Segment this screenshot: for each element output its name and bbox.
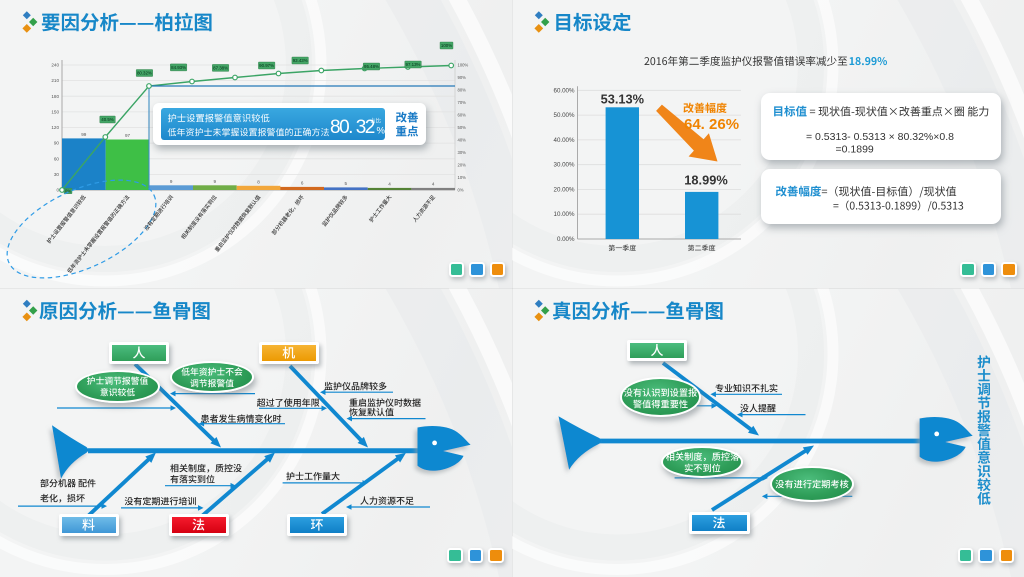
svg-text:30%: 30% [458,150,467,155]
svg-text:240: 240 [51,63,59,68]
svg-text:80. 32: 80. 32 [330,117,375,138]
svg-text:%: % [377,126,386,137]
svg-text:80%: 80% [458,88,467,93]
svg-text:9: 9 [214,179,217,184]
svg-text:99: 99 [81,132,87,137]
svg-text:64. 26%: 64. 26% [684,116,739,133]
svg-text:97.13%: 97.13% [406,62,421,67]
svg-text:90.97%: 90.97% [259,63,274,68]
svg-text:70%: 70% [458,100,467,105]
svg-text:40.5%: 40.5% [101,117,114,122]
svg-text:18.99%: 18.99% [684,173,728,188]
svg-text:40.00%: 40.00% [554,137,575,144]
svg-text:0%: 0% [458,188,464,193]
svg-text:50%: 50% [458,125,467,130]
svg-text:60: 60 [54,156,60,161]
svg-text:30: 30 [54,172,60,177]
svg-text:150: 150 [51,110,59,115]
svg-text:5: 5 [345,181,348,186]
svg-text:0.00%: 0.00% [557,236,575,243]
svg-text:8: 8 [257,179,260,184]
svg-text:87.38%: 87.38% [213,66,228,71]
svg-text:10%: 10% [458,175,467,180]
svg-text:40%: 40% [458,138,467,143]
svg-text:50.00%: 50.00% [554,112,575,119]
svg-text:90: 90 [54,141,60,146]
svg-text:100%: 100% [458,63,469,68]
svg-text:97: 97 [125,133,131,138]
svg-text:= 0.5313- 0.5313 × 80.32%×: = 0.5313- 0.5313 × 80.32%×0.8 [806,131,954,143]
svg-text:6: 6 [301,180,304,185]
svg-text:90%: 90% [458,75,467,80]
svg-text:60%: 60% [458,113,467,118]
svg-text:4: 4 [388,181,391,186]
svg-text:210: 210 [51,78,59,83]
svg-text:9: 9 [170,179,173,184]
svg-text:95.48%: 95.48% [364,64,379,69]
svg-text:4: 4 [432,181,435,186]
svg-text:20.00%: 20.00% [554,186,575,193]
svg-text:10.00%: 10.00% [554,211,575,218]
svg-text:80.32%: 80.32% [137,71,152,76]
svg-text:20%: 20% [458,163,467,168]
svg-text:60.00%: 60.00% [554,87,575,94]
svg-text:180: 180 [51,94,59,99]
svg-text:84.93%: 84.93% [171,65,186,70]
svg-text:0%: 0% [65,189,71,194]
svg-text:100%: 100% [441,43,452,48]
svg-text:93.43%: 93.43% [293,58,308,63]
svg-text:53.13%: 53.13% [601,92,645,107]
svg-text:30.00%: 30.00% [554,162,575,169]
svg-text:=0.1899: =0.1899 [836,144,874,156]
svg-text:0: 0 [56,188,59,193]
svg-text:120: 120 [51,125,59,130]
